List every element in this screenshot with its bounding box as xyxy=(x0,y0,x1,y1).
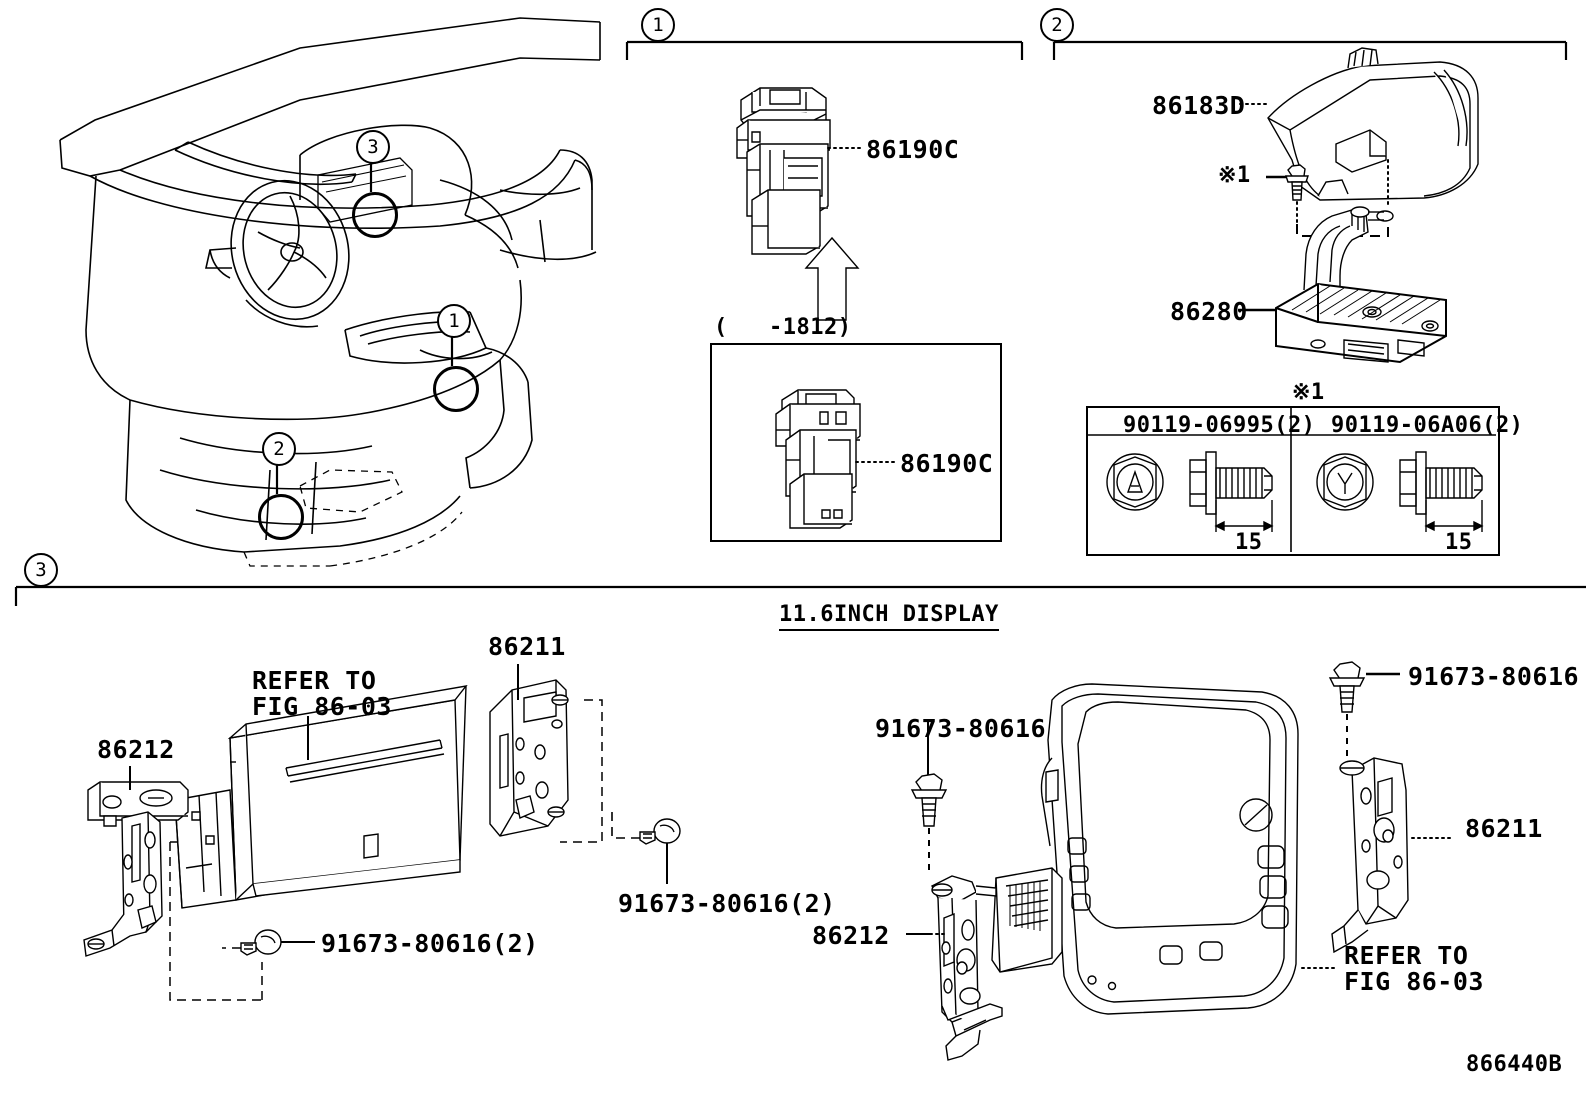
part-label-86212-left: 86212 xyxy=(97,735,175,764)
dashboard-callout-3: 3 xyxy=(356,130,390,164)
bolt-spec-table xyxy=(1086,406,1500,556)
dashboard-callout-3-target xyxy=(352,192,398,238)
screw-label-91673-80616-left-right-group: 91673-80616 xyxy=(875,714,1047,743)
part-label-86280: 86280 xyxy=(1170,297,1248,326)
section-number: 2 xyxy=(1051,14,1063,36)
part-label-86190c-variant: 86190C xyxy=(900,449,994,478)
refer-to-note-left-line2: FIG 86-03 xyxy=(252,692,392,721)
bolt-part-no-right: 90119-06A06(2) xyxy=(1331,413,1524,438)
figure-code: 866440B xyxy=(1466,1052,1563,1077)
callout-number: 3 xyxy=(367,136,379,158)
variant-date-note: ( -1812) xyxy=(714,315,852,340)
bolt-length-left: 15 xyxy=(1235,530,1263,555)
section-number: 3 xyxy=(35,559,47,581)
refer-to-note-left-line1: REFER TO xyxy=(252,666,377,695)
part-label-86211-mid: 86211 xyxy=(488,632,566,661)
section-1-marker: 1 xyxy=(641,8,675,42)
section-2-marker: 2 xyxy=(1040,8,1074,42)
callout-number: 2 xyxy=(273,438,285,460)
refer-to-note-right-line1: REFER TO xyxy=(1344,941,1469,970)
part-label-86211-right: 86211 xyxy=(1465,814,1543,843)
bolt-length-right: 15 xyxy=(1445,530,1473,555)
bolt-part-no-left: 90119-06995(2) xyxy=(1123,413,1316,438)
dashboard-callout-1-target xyxy=(433,366,479,412)
part-label-86190c-main: 86190C xyxy=(866,135,960,164)
refer-to-note-right-line2: FIG 86-03 xyxy=(1344,967,1484,996)
mark-note-1: ※1 xyxy=(1218,163,1251,188)
bolt-table-mark: ※1 xyxy=(1292,380,1325,405)
screw-label-91673-80616-right: 91673-80616(2) xyxy=(618,889,836,918)
dashboard-callout-1: 1 xyxy=(437,304,471,338)
screw-label-91673-80616-lower: 91673-80616(2) xyxy=(321,929,539,958)
dashboard-callout-2: 2 xyxy=(262,432,296,466)
section-number: 1 xyxy=(652,14,664,36)
screw-label-91673-80616-top-right: 91673-80616 xyxy=(1408,662,1580,691)
part-label-86183d: 86183D xyxy=(1152,91,1246,120)
part-label-86212-right: 86212 xyxy=(812,921,890,950)
display-size-note: 11.6INCH DISPLAY xyxy=(779,602,999,631)
section-3-marker: 3 xyxy=(24,553,58,587)
callout-number: 1 xyxy=(448,310,460,332)
dashboard-callout-2-target xyxy=(258,494,304,540)
